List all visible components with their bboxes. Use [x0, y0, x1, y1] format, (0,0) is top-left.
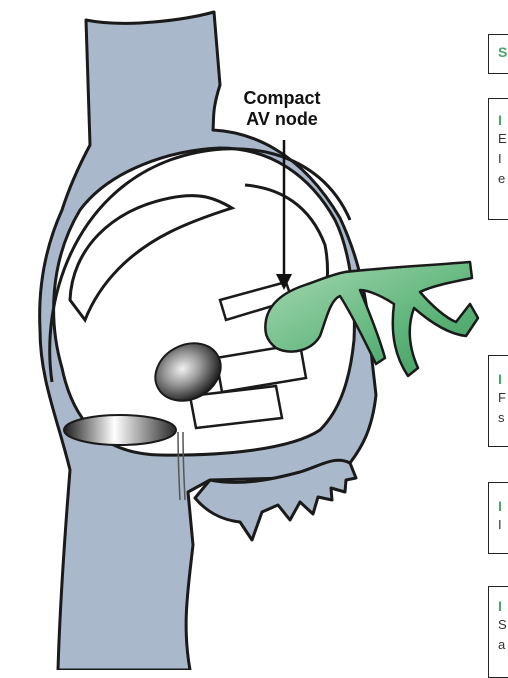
legend-panel-2: I E I e — [488, 98, 508, 220]
legend-panel-1-head: S — [489, 35, 508, 61]
legend-panel-3-head: I — [489, 356, 508, 388]
legend-panel-4: I I — [488, 482, 508, 554]
legend-panel-5-line-1: S — [489, 615, 508, 635]
legend-panel-5-head: I — [489, 587, 508, 615]
legend-panel-3: I F s — [488, 355, 508, 447]
tendon-of-todaro — [64, 415, 176, 445]
legend-panel-3-line-2: s — [489, 408, 508, 428]
legend-panel-2-line-3: e — [489, 169, 508, 189]
legend-panel-5: I S a — [488, 586, 508, 678]
legend-panel-2-line-1: E — [489, 129, 508, 149]
legend-panel-3-line-1: F — [489, 388, 508, 408]
callout-label: Compact AV node — [227, 88, 337, 130]
callout-label-line1: Compact — [227, 88, 337, 109]
legend-panel-2-head: I — [489, 99, 508, 129]
legend-panel-2-line-2: I — [489, 149, 508, 169]
legend-panel-4-line-1: I — [489, 515, 508, 535]
callout-label-line2: AV node — [227, 109, 337, 130]
legend-panel-4-head: I — [489, 483, 508, 515]
legend-panel-1: S — [488, 34, 508, 74]
legend-panel-5-line-2: a — [489, 635, 508, 655]
